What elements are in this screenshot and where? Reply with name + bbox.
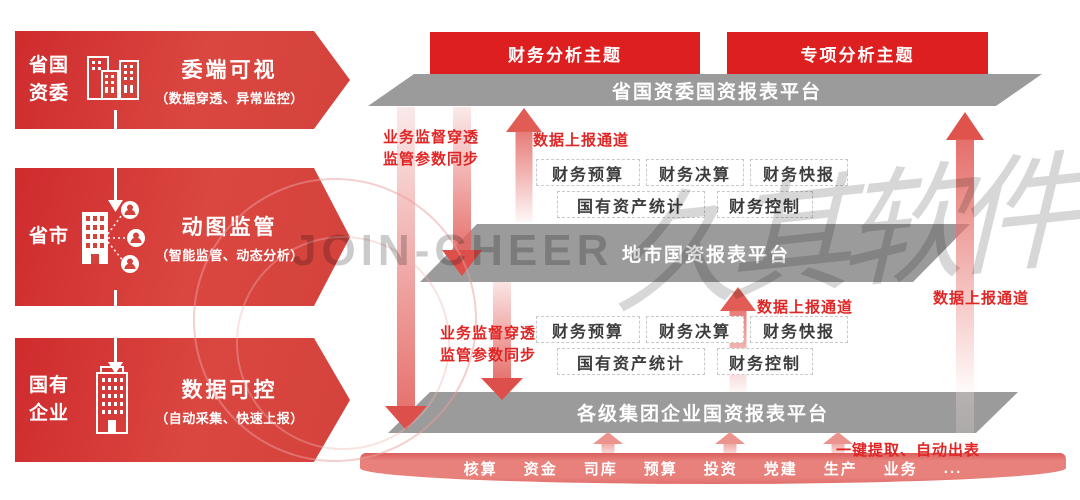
extract-up-arrow (715, 432, 745, 453)
buildings-icon (75, 51, 151, 109)
report-up-arrow-long (946, 112, 984, 450)
tower-building-icon (75, 363, 151, 437)
source-item: 党建 (763, 461, 798, 478)
source-item: 司库 (583, 461, 618, 478)
banner-title: 委端可视 (181, 58, 278, 82)
org-line: 资委 (29, 83, 70, 104)
banner-provincial-sasac: 省国 资委 (15, 31, 350, 129)
extract-label: 一键提取、自动出表 (836, 442, 981, 459)
decor-circle-2 (236, 236, 450, 450)
supervision-down-arrow (442, 107, 482, 276)
watermark-joincheer: JOIN-CHEER (292, 226, 614, 275)
org-line: 省国 (29, 54, 70, 76)
supervision-label-upper: 业务监督穿透 监管参数同步 (383, 127, 479, 171)
topic-financial-analysis: 财务分析主题 (430, 32, 700, 74)
connector-line (114, 338, 117, 364)
connector-line (114, 110, 117, 129)
extract-up-arrow (823, 432, 853, 453)
module-box: 财务快报 (750, 316, 848, 343)
supervision-line2: 监管参数同步 (383, 150, 480, 168)
source-item: 预算 (643, 461, 678, 478)
source-systems-bar: 核算 资金 司库 预算 投资 党建 生产 业务 ... (360, 453, 1066, 484)
topic-special-analysis: 专项分析主题 (727, 32, 988, 74)
source-item: 生产 (823, 461, 858, 478)
org-line: 省市 (29, 225, 70, 247)
banner-org-label: 国有 企业 (29, 372, 75, 429)
connector-line (114, 290, 117, 306)
platform-provincial: 省国资委国资报表平台 (368, 74, 1042, 106)
supervision-label-lower: 业务监督穿透 监管参数同步 (440, 323, 536, 367)
source-item: 核算 (463, 461, 498, 478)
source-item: ... (943, 460, 963, 477)
supervision-line2: 监管参数同步 (440, 346, 537, 364)
supervision-line1: 业务监督穿透 (383, 129, 480, 146)
module-box: 财务控制 (717, 191, 813, 218)
report-up-arrow (506, 108, 542, 222)
banner-subtitle: （数据穿透、异常监控） (155, 90, 304, 106)
report-channel-label: 数据上报通道 (933, 290, 1030, 307)
module-box: 财务决算 (646, 316, 744, 343)
module-box: 财务预算 (536, 316, 640, 343)
module-box: 财务快报 (750, 159, 848, 186)
extract-up-arrow (593, 432, 623, 453)
module-box: 财务决算 (646, 159, 744, 186)
org-line: 企业 (29, 403, 70, 424)
module-box: 国有资产统计 (557, 191, 705, 218)
org-line: 国有 (29, 374, 70, 396)
module-box: 国有资产统计 (557, 348, 705, 375)
report-channel-label: 数据上报通道 (533, 132, 630, 149)
connector-line (114, 168, 117, 202)
module-box: 财务控制 (717, 348, 813, 375)
building-network-icon (75, 198, 151, 276)
supervision-line1: 业务监督穿透 (440, 325, 537, 342)
source-item: 投资 (703, 461, 738, 478)
module-box: 财务预算 (536, 159, 640, 186)
banner-org-label: 省市 (29, 223, 75, 252)
source-item: 资金 (523, 461, 558, 478)
decor-circle (193, 178, 477, 462)
banner-org-label: 省国 资委 (29, 52, 75, 109)
source-item: 业务 (883, 461, 918, 478)
supervision-down-arrow (481, 282, 523, 400)
platform-group: 各级集团企业国资报表平台 (388, 392, 1018, 433)
platform-city: 地市国资报表平台 (420, 224, 970, 282)
report-channel-label: 数据上报通道 (757, 299, 854, 316)
